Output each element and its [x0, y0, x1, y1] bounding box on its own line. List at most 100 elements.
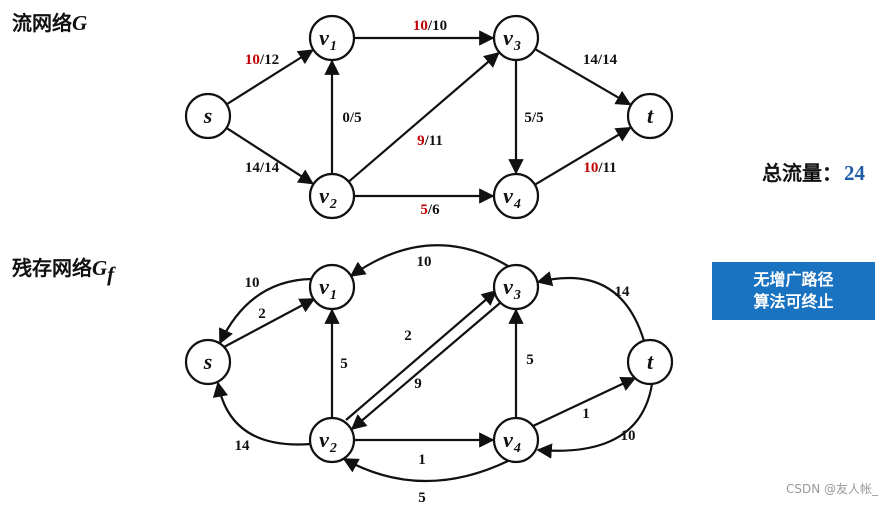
- residual-network-nodes: s v1 v2 v3 v4 t: [184, 263, 674, 464]
- top-title-var: G: [72, 11, 87, 35]
- top-title: 流网络G: [12, 11, 87, 35]
- residual-edge-label-v4-v2: 5: [418, 490, 426, 506]
- top-edge-s-v1: [226, 49, 314, 106]
- edge-flow: 14: [583, 52, 599, 68]
- residual-node-v4: v4: [492, 416, 540, 464]
- residual-edge-label-v3-v1: 10: [417, 254, 432, 270]
- top-node-label-t: t: [647, 103, 654, 128]
- top-node-v3: v3: [492, 14, 540, 62]
- residual-edge-v4-t: [532, 376, 637, 427]
- edge-flow: 0: [342, 110, 350, 126]
- top-edge-label-v2-v3: 9/11: [417, 133, 443, 149]
- residual-title: 残存网络Gf: [12, 256, 116, 286]
- edge-flow: 10: [413, 18, 428, 34]
- residual-edge-s-v1: [223, 298, 316, 348]
- residual-node-label-s: s: [203, 349, 213, 374]
- edge-flow: 9: [417, 133, 425, 149]
- edge-flow: 14: [245, 160, 261, 176]
- edge-flow: 5: [524, 110, 532, 126]
- algorithm-terminates-box: 无增广路径 算法可终止: [712, 262, 875, 320]
- residual-node-v3: v3: [492, 263, 540, 311]
- total-flow-value: 24: [844, 161, 866, 185]
- edge-capacity: /11: [424, 133, 443, 149]
- top-edge-v4-t: [534, 126, 632, 186]
- top-edge-label-v2-v1: 0/5: [342, 110, 361, 126]
- edge-capacity: /14: [597, 52, 618, 68]
- edge-capacity: /5: [349, 110, 362, 126]
- top-edge-s-v2: [225, 127, 314, 185]
- residual-edge-t-v3: [536, 271, 646, 342]
- top-edge-label-s-v2: 14/14: [245, 160, 280, 176]
- top-node-sub-v2: 2: [329, 197, 337, 212]
- top-network-edges: [225, 30, 632, 204]
- residual-edge-v2-s: [212, 381, 312, 446]
- top-node-v4: v4: [492, 172, 540, 220]
- edge-flow: 10: [245, 52, 260, 68]
- edge-capacity: /14: [259, 160, 280, 176]
- top-title-text: 流网络: [12, 11, 72, 35]
- residual-edge-v2-v3: [345, 289, 498, 421]
- residual-node-t: t: [626, 338, 674, 386]
- top-network-nodes: s v1 v2 v3 v4 t: [184, 14, 674, 220]
- algo-box-line2: 算法可终止: [753, 292, 834, 311]
- top-node-t: t: [626, 92, 674, 140]
- residual-title-var: G: [92, 256, 107, 280]
- residual-edge-t-v4: [536, 383, 654, 459]
- residual-edge-label-v4-t: 1: [582, 406, 590, 422]
- residual-edge-label-v1-s: 10: [245, 275, 260, 291]
- edge-capacity: /11: [597, 160, 616, 176]
- top-edge-label-s-v1: 10/12: [245, 52, 279, 68]
- residual-node-s: s: [184, 338, 232, 386]
- top-node-s: s: [184, 92, 232, 140]
- edge-capacity: /10: [427, 18, 447, 34]
- residual-edge-label-v2-v3: 2: [404, 328, 412, 344]
- edge-capacity: /12: [259, 52, 279, 68]
- residual-edge-label-v2-v4: 1: [418, 452, 426, 468]
- top-edge-label-v3-t: 14/14: [583, 52, 618, 68]
- residual-edge-v3-v2: [350, 302, 501, 430]
- residual-edge-v1-s: [219, 277, 313, 345]
- residual-node-sub-v2: 2: [329, 441, 337, 456]
- residual-edge-v4-v2: [342, 458, 509, 483]
- residual-title-text: 残存网络: [12, 256, 92, 280]
- residual-node-sub-v1: 1: [330, 288, 337, 303]
- residual-node-sub-v3: 3: [513, 288, 521, 303]
- top-node-sub-v3: 3: [513, 39, 521, 54]
- total-flow-label: 总流量：: [762, 161, 842, 185]
- residual-edge-label-v4-v3: 5: [526, 352, 534, 368]
- total-flow: 总流量：24: [762, 161, 866, 185]
- top-node-sub-v4: 4: [513, 197, 521, 212]
- watermark: CSDN @友人帐_: [785, 482, 878, 496]
- residual-title-sub: f: [107, 262, 116, 286]
- top-node-label-s: s: [203, 103, 213, 128]
- edge-capacity: /6: [427, 202, 440, 218]
- top-edge-v2-v3: [347, 51, 500, 183]
- edge-flow: 10: [583, 160, 598, 176]
- residual-network-edges: [212, 244, 654, 483]
- top-node-v1: v1: [308, 14, 356, 62]
- residual-edge-label-v2-s: 14: [235, 438, 251, 454]
- residual-node-sub-v4: 4: [513, 441, 521, 456]
- top-edge-label-v1-v3: 10/10: [413, 18, 447, 34]
- top-edge-label-v4-t: 10/11: [583, 160, 616, 176]
- top-node-v2: v2: [308, 172, 356, 220]
- residual-node-v1: v1: [308, 263, 356, 311]
- residual-edge-label-v3-v2: 9: [414, 376, 422, 392]
- top-edge-label-v3-v4: 5/5: [524, 110, 543, 126]
- residual-edge-label-t-v3: 14: [615, 284, 631, 300]
- residual-node-label-t: t: [647, 349, 654, 374]
- top-node-sub-v1: 1: [330, 39, 337, 54]
- top-edge-v3-t: [534, 48, 632, 106]
- residual-edge-label-v2-v1: 5: [340, 356, 348, 372]
- residual-node-v2: v2: [308, 416, 356, 464]
- residual-edge-label-s-v1: 2: [258, 306, 266, 322]
- residual-edge-label-t-v4: 10: [621, 428, 636, 444]
- residual-edge-v3-v1: [349, 244, 509, 277]
- edge-capacity: /5: [531, 110, 544, 126]
- top-edge-label-v2-v4: 5/6: [420, 202, 440, 218]
- edge-flow: 5: [420, 202, 428, 218]
- algo-box-line1: 无增广路径: [753, 270, 834, 289]
